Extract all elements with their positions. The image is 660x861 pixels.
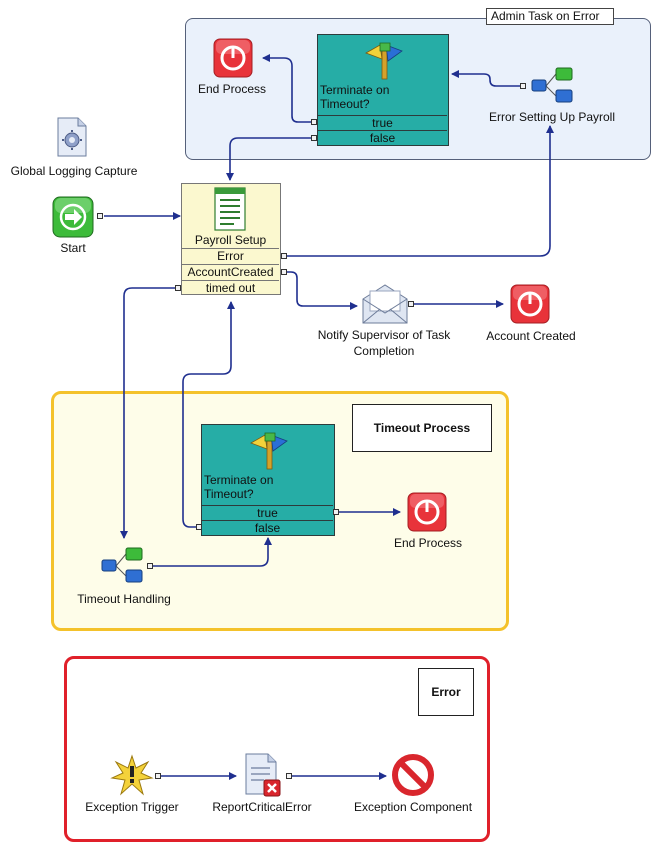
error-setting-up-payroll-label: Error Setting Up Payroll <box>488 110 616 124</box>
end-process-bottom-label: End Process <box>393 536 463 550</box>
payroll-setup-title: Payroll Setup <box>194 233 267 247</box>
terminate-top-row-true[interactable]: true <box>318 115 447 130</box>
payroll-row-account-created[interactable]: AccountCreated <box>182 264 279 280</box>
start-label: Start <box>60 241 86 255</box>
subprocess-icon[interactable] <box>528 66 576 106</box>
port-terminate-bottom-false[interactable] <box>196 524 202 530</box>
terminate-on-timeout-top-node[interactable]: Terminate on Timeout? true false <box>317 34 449 146</box>
stop-sign-icon[interactable] <box>406 492 450 534</box>
payroll-setup-node[interactable]: Payroll Setup Error AccountCreated timed… <box>181 183 281 295</box>
notify-supervisor-label-line2: Completion <box>353 344 415 358</box>
envelope-icon[interactable] <box>360 283 410 325</box>
port-report-out[interactable] <box>286 773 292 779</box>
wire-terminate-false-to-payroll <box>226 137 311 181</box>
wire-terminate-bottom-false-to-payroll <box>182 301 235 528</box>
gear-document-icon[interactable] <box>54 116 90 158</box>
stop-sign-icon[interactable] <box>509 284 553 326</box>
port-terminate-bottom-true[interactable] <box>333 509 339 515</box>
subprocess-icon[interactable] <box>98 546 146 586</box>
decision-signpost-icon <box>362 39 406 81</box>
group-label-error: Error <box>418 668 474 716</box>
timeout-handling-label: Timeout Handling <box>77 592 171 606</box>
terminate-bottom-row-false[interactable]: false <box>202 520 333 535</box>
report-critical-error-label: ReportCriticalError <box>212 800 312 814</box>
global-logging-capture-label: Global Logging Capture <box>10 164 138 178</box>
wire-timeout-handling-to-terminate <box>152 537 272 567</box>
port-timeout-handling-out[interactable] <box>147 563 153 569</box>
terminate-top-row-false[interactable]: false <box>318 130 447 145</box>
port-terminate-top-true[interactable] <box>311 119 317 125</box>
no-entry-icon[interactable] <box>392 754 434 796</box>
terminate-top-title: Terminate on Timeout? <box>320 83 390 111</box>
exception-trigger-label: Exception Trigger <box>85 800 179 814</box>
payroll-row-timed-out[interactable]: timed out <box>182 280 279 296</box>
wire-error-setup-to-terminate <box>451 70 522 87</box>
port-start-out[interactable] <box>97 213 103 219</box>
exception-burst-icon[interactable] <box>110 754 154 796</box>
port-notify-out[interactable] <box>408 301 414 307</box>
stop-sign-icon[interactable] <box>212 38 256 80</box>
port-payroll-timed-out[interactable] <box>175 285 181 291</box>
group-label-timeout-process: Timeout Process <box>352 404 492 452</box>
port-payroll-error[interactable] <box>281 253 287 259</box>
port-payroll-account-created[interactable] <box>281 269 287 275</box>
wire-account-created-to-notify <box>287 271 358 310</box>
decision-signpost-icon <box>247 429 291 471</box>
group-label-admin-task: Admin Task on Error <box>486 8 614 25</box>
exception-component-label: Exception Component <box>353 800 473 814</box>
wire-payroll-error-to-error-setup <box>287 125 554 257</box>
account-created-label: Account Created <box>486 329 576 343</box>
terminate-bottom-row-true[interactable]: true <box>202 505 333 520</box>
notify-supervisor-label-line1: Notify Supervisor of Task <box>317 328 451 342</box>
end-process-top-label: End Process <box>197 82 267 96</box>
port-error-setup-in[interactable] <box>520 83 526 89</box>
terminate-bottom-title: Terminate on Timeout? <box>204 473 274 501</box>
document-error-icon[interactable] <box>242 752 286 798</box>
wire-terminate-true-to-end <box>262 54 311 123</box>
form-document-icon <box>210 187 250 231</box>
port-terminate-top-false[interactable] <box>311 135 317 141</box>
start-arrow-icon[interactable] <box>52 196 94 238</box>
terminate-on-timeout-bottom-node[interactable]: Terminate on Timeout? true false <box>201 424 335 536</box>
wire-timed-out-to-timeout-handling <box>120 287 175 539</box>
payroll-row-error[interactable]: Error <box>182 248 279 264</box>
port-exception-trigger-out[interactable] <box>155 773 161 779</box>
